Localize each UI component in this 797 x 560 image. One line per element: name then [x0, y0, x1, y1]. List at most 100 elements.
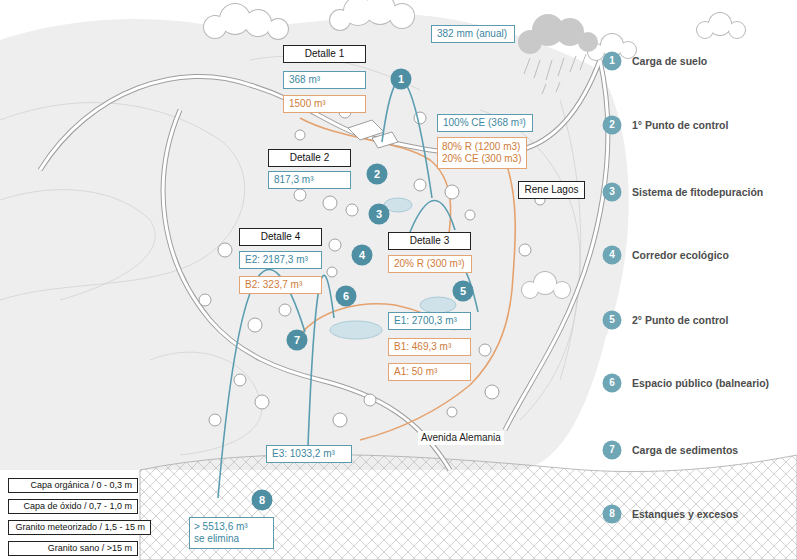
cloud-outlines: [204, 0, 745, 298]
callout-number: 1: [602, 51, 622, 71]
box-text: Granito sano / >15 m: [14, 543, 132, 554]
callout-number: 4: [351, 244, 373, 266]
box-text: 368 m³: [289, 74, 360, 86]
quantity-box: 100% CE (368 m³): [437, 114, 533, 132]
tree: [234, 374, 246, 386]
rain-line: [570, 56, 576, 72]
cloud: [534, 272, 556, 294]
circle-shape: [369, 204, 390, 225]
callout-circle: 3: [368, 203, 390, 225]
callout-number: 7: [286, 329, 308, 351]
tree: [414, 179, 426, 191]
cloud: [534, 272, 556, 294]
contour: [150, 352, 262, 455]
tree: [485, 385, 499, 399]
cloud: [578, 32, 598, 52]
quantity-box: E1: 2700,3 m³: [388, 312, 471, 330]
cloud: [365, 0, 395, 24]
tree: [364, 394, 376, 406]
circle-shape: [336, 286, 357, 307]
rain-line: [546, 60, 552, 80]
callout-number: 2: [366, 163, 388, 185]
rain-line: [556, 82, 560, 92]
circle-shape: [603, 505, 622, 524]
quantity-box: B1: 469,3 m³: [388, 338, 471, 356]
contour: [0, 103, 245, 300]
road: [163, 110, 450, 470]
street-label: Avenida Alemania: [418, 431, 504, 445]
contour-lines: [0, 56, 581, 455]
circle-shape: [603, 441, 622, 460]
box-text: 20% R (300 m³): [394, 258, 466, 270]
legend-text: 1° Punto de control: [632, 118, 728, 132]
box-text: Detalle 3: [394, 235, 465, 247]
tree: [248, 318, 262, 332]
callout-number: 2: [602, 115, 622, 135]
box-text: Capa de óxido / 0,7 - 1,0 m: [14, 501, 132, 512]
callout-number: 1: [390, 68, 412, 90]
callout-number: 3: [368, 203, 390, 225]
tree: [218, 243, 232, 257]
rock-ground: [140, 455, 797, 560]
tree: [327, 267, 337, 277]
callout-circle: 2: [366, 163, 388, 185]
legend-text: Corredor ecológico: [632, 248, 729, 262]
legend-text: Sistema de fitodepuración: [632, 185, 763, 199]
soil-layer-box: Capa orgánica / 0 - 0,3 m: [8, 478, 138, 493]
legend-item: 1Carga de suelo: [602, 51, 622, 71]
circle-shape: [603, 311, 622, 330]
box-text: B2: 323,7 m³: [245, 279, 316, 291]
detail-tag: Detalle 2: [268, 149, 351, 167]
flow-arc: [382, 80, 432, 198]
box-text: Detalle 2: [274, 152, 345, 164]
cloud-fills: [204, 0, 745, 298]
box-text: 382 mm (anual): [437, 28, 509, 40]
cloud: [268, 19, 288, 39]
road: [163, 110, 450, 470]
box-text: B1: 469,3 m³: [394, 341, 465, 353]
callout-circle: 7: [286, 329, 308, 351]
callout-circle: 8: [251, 489, 273, 511]
circle-shape: [287, 330, 308, 351]
callout-number: 5: [452, 280, 474, 302]
callout-number: 7: [602, 440, 622, 460]
tree: [447, 407, 457, 417]
circle-shape: [252, 490, 273, 511]
circle-shape: [453, 281, 474, 302]
pond: [330, 321, 382, 339]
circle-shape: [603, 183, 622, 202]
cloud: [245, 10, 271, 36]
cloud: [390, 4, 414, 28]
rain: [524, 54, 586, 94]
callout-circle: 6: [335, 285, 357, 307]
callout-number: 8: [602, 504, 622, 524]
tree: [445, 185, 459, 199]
soil-layer-box: Granito meteorizado / 1,5 - 15 m: [8, 520, 151, 535]
callout-number: 5: [602, 310, 622, 330]
callout-circle: 5: [452, 280, 474, 302]
legend-text: Carga de suelo: [632, 54, 707, 68]
cloud: [245, 10, 271, 36]
road-outline: [40, 60, 608, 470]
box-text: E1: 2700,3 m³: [394, 315, 465, 327]
tree: [199, 294, 211, 306]
tree: [294, 189, 306, 201]
callout-circle: 1: [390, 68, 412, 90]
box-text: Granito meteorizado / 1,5 - 15 m: [14, 522, 145, 533]
box-text: Capa orgánica / 0 - 0,3 m: [14, 480, 132, 491]
box-text: E2: 2187,3 m³: [245, 254, 316, 266]
cloud: [709, 13, 731, 35]
box-text: Detalle 4: [245, 231, 316, 243]
tree: [295, 130, 305, 140]
road-fill: [40, 60, 608, 470]
quantity-box: > 5513,6 m³ se elimina: [189, 517, 274, 549]
legend-item: 21° Punto de control: [602, 115, 622, 135]
tree: [279, 304, 291, 316]
soil-layer-box: Granito sano / >15 m: [8, 541, 138, 556]
cloud: [709, 13, 731, 35]
tree: [329, 239, 341, 251]
cloud: [729, 22, 745, 38]
contour: [560, 100, 581, 380]
